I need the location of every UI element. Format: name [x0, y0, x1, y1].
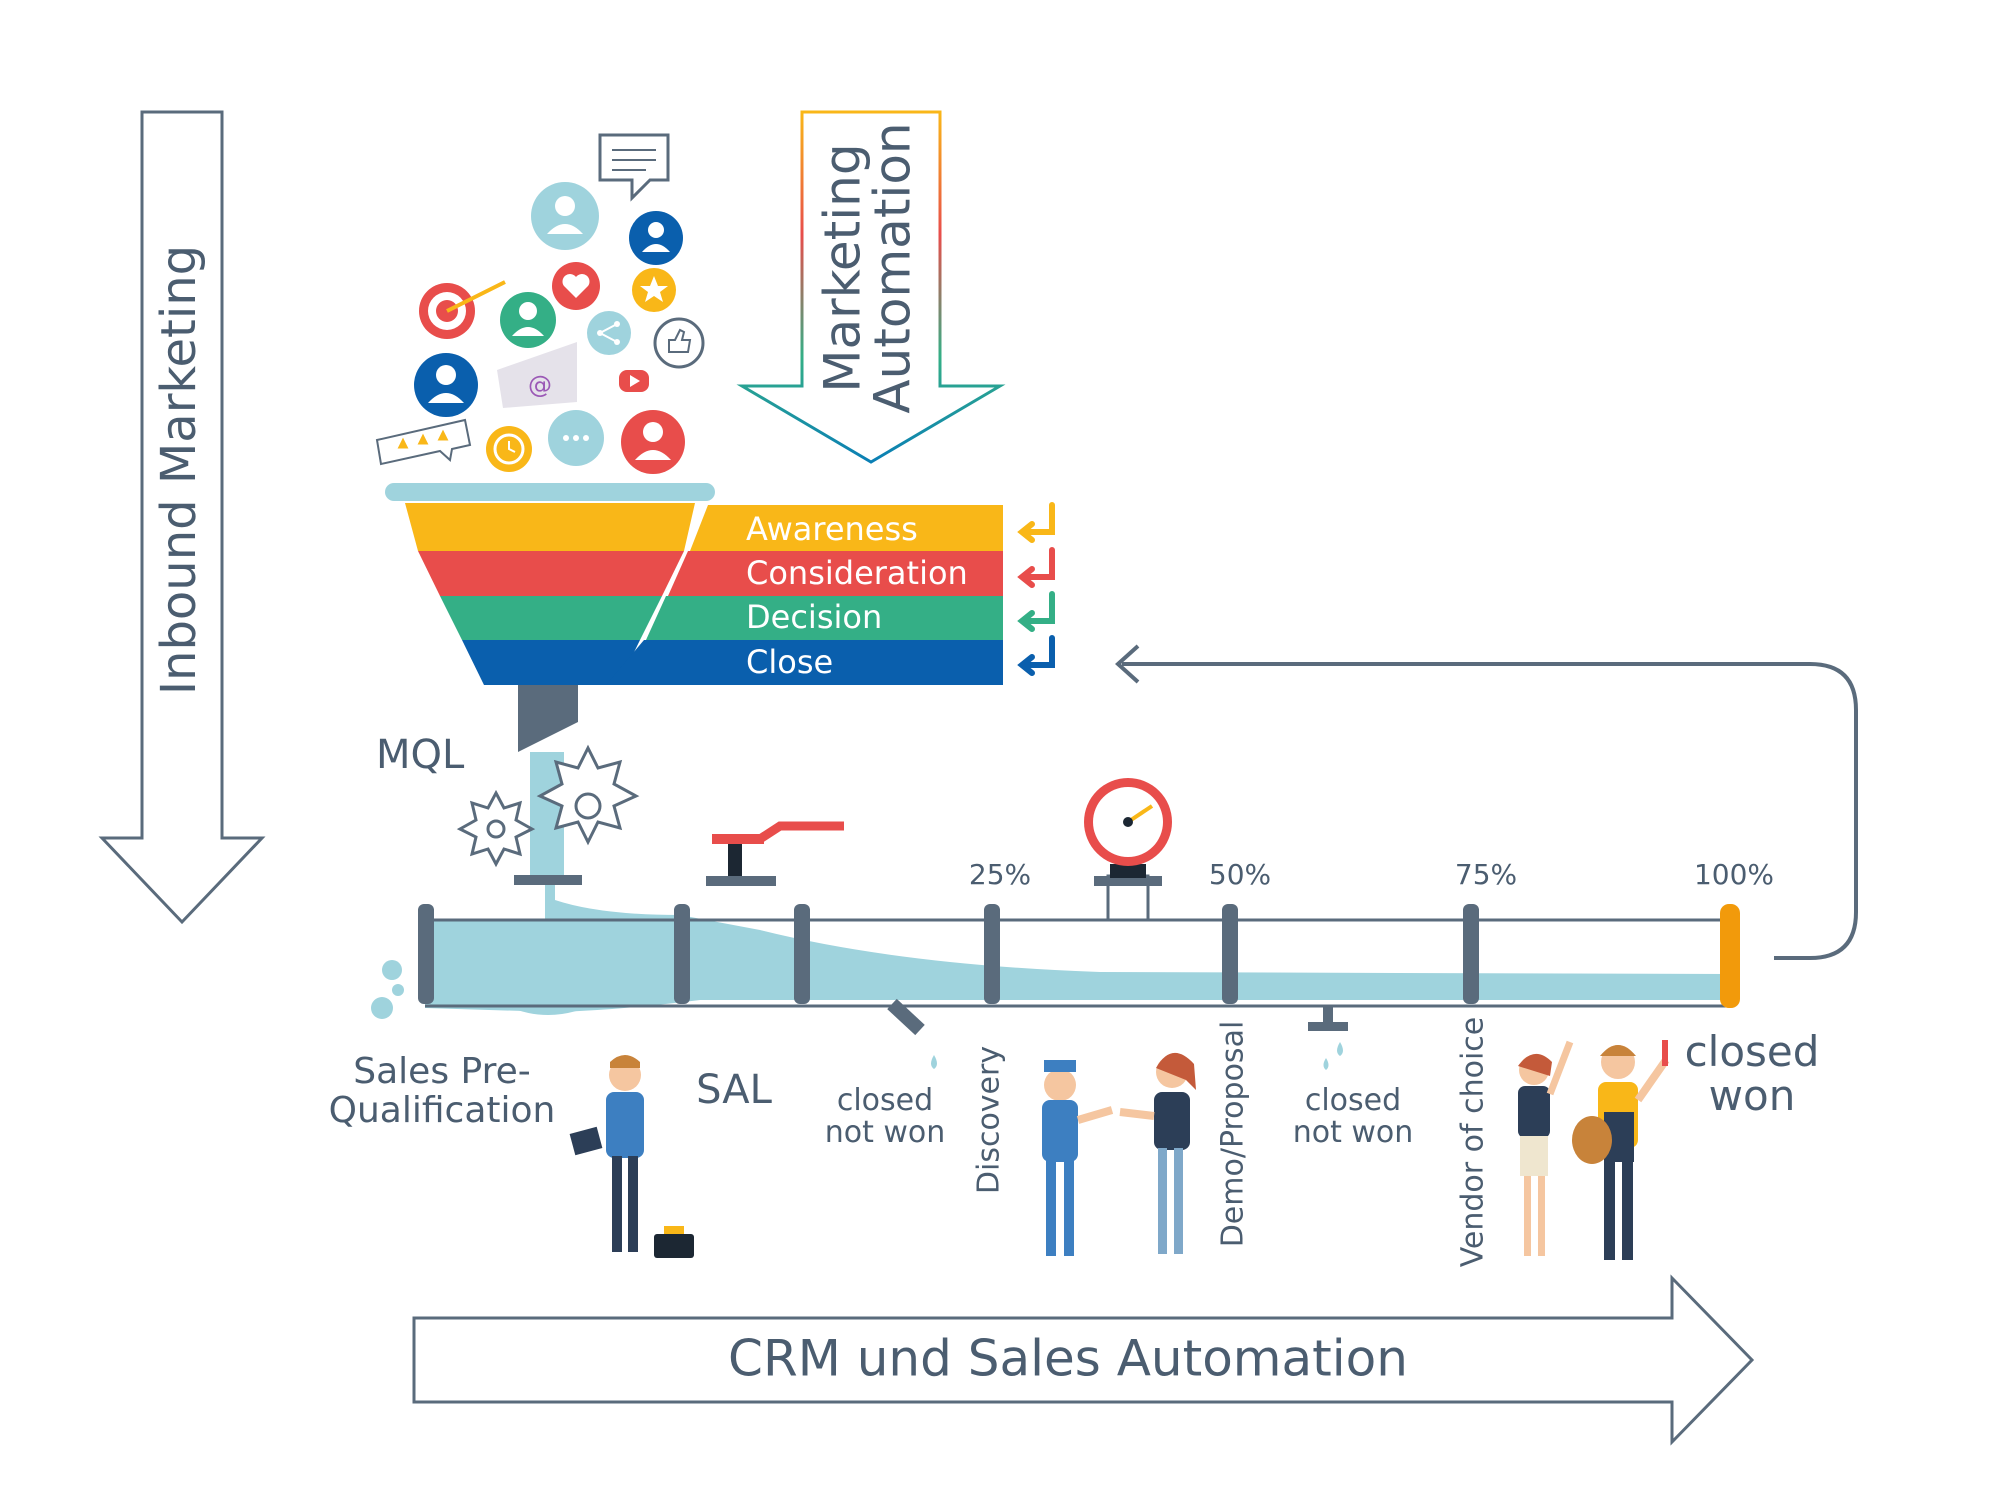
handshake-illustration — [1042, 1052, 1196, 1256]
star-icon — [632, 268, 676, 312]
play-icon — [619, 370, 649, 392]
celebrating-people-illustration — [1518, 1040, 1670, 1260]
percent-50-label: 50% — [1209, 858, 1271, 891]
pressure-gauge-icon — [1084, 778, 1172, 922]
percent-25-label: 25% — [969, 858, 1031, 891]
rating-stars-icon — [375, 418, 472, 466]
decision-band — [646, 596, 1003, 640]
leak-pipe-icon — [887, 998, 937, 1069]
closed-not-won-line1: closed — [1305, 1083, 1401, 1118]
plumber-with-clipboard-illustration — [569, 1055, 694, 1258]
pipe-flange — [674, 904, 690, 1004]
social-icons-cluster: @ — [375, 133, 705, 474]
close-band — [606, 640, 1003, 685]
chat-bubble-icon — [548, 410, 604, 466]
sal-label: SAL — [696, 1067, 772, 1113]
svg-text:@: @ — [528, 371, 552, 399]
feedback-loop-line — [1122, 662, 1858, 960]
mql-label: MQL — [376, 732, 465, 778]
pipe-flange — [794, 904, 810, 1004]
closed-won-line1: closed — [1685, 1027, 1820, 1076]
gear-icon — [536, 744, 640, 846]
closed-won-line2: won — [1709, 1071, 1796, 1120]
consideration-band — [668, 551, 1003, 596]
return-arrow-icon — [1017, 591, 1055, 632]
vendor-of-choice-label: Vendor of choice — [1456, 1017, 1491, 1268]
awareness-band — [690, 505, 1003, 551]
person-icon — [621, 410, 685, 474]
crm-sales-automation-label: CRM und Sales Automation — [728, 1330, 1408, 1388]
person-icon — [414, 353, 478, 417]
pipe-water — [425, 878, 1730, 1012]
pipe-end-flange — [1720, 904, 1740, 1008]
stage-consideration-label: Consideration — [746, 554, 968, 592]
percent-100-label: 100% — [1694, 858, 1774, 891]
gear-icon — [456, 789, 536, 868]
stage-close-label: Close — [746, 643, 833, 681]
clock-icon — [486, 426, 532, 472]
inbound-marketing-label: Inbound Marketing — [151, 245, 207, 695]
pipe-flange — [1222, 904, 1238, 1004]
chat-bubble-icon — [598, 133, 670, 202]
feedback-loop-arrowhead — [1115, 644, 1140, 684]
target-icon — [419, 280, 506, 339]
closed-not-won-line2: not won — [825, 1115, 946, 1150]
person-icon — [629, 211, 683, 265]
thumbs-up-icon — [653, 317, 705, 369]
funnel-rim — [385, 483, 715, 501]
sales-pre-qualification-line2: Qualification — [329, 1090, 556, 1131]
stage-awareness-label: Awareness — [746, 510, 918, 548]
heart-icon — [552, 262, 600, 310]
closed-not-won-line1: closed — [837, 1083, 933, 1118]
pipe-flange — [984, 904, 1000, 1004]
leak-pipe-icon — [1308, 1006, 1348, 1070]
funnel-stage-bands: Awareness Consideration Decision Close — [606, 505, 1003, 685]
share-icon — [587, 311, 631, 355]
inbound-marketing-arrow: Inbound Marketing — [98, 110, 266, 925]
funnel — [385, 483, 715, 878]
sales-pre-qualification-line1: Sales Pre- — [353, 1051, 531, 1092]
pipe-flange — [418, 904, 434, 1004]
crm-sales-automation-arrow: CRM und Sales Automation — [412, 1274, 1755, 1446]
person-icon — [500, 292, 556, 348]
demo-proposal-label: Demo/Proposal — [1216, 1021, 1251, 1248]
valve-icon — [706, 821, 844, 886]
marketing-automation-arrow: Marketing Automation — [736, 110, 1006, 464]
closed-not-won-line2: not won — [1293, 1115, 1414, 1150]
email-icon: @ — [497, 342, 577, 408]
pipeline — [371, 875, 1740, 1019]
return-arrow-icon — [1017, 635, 1055, 676]
discovery-label: Discovery — [972, 1046, 1007, 1194]
return-arrow-icon — [1017, 547, 1055, 588]
pipe-flange — [1463, 904, 1479, 1004]
return-arrows — [1017, 502, 1055, 676]
marketing-automation-label-line1: Marketing — [814, 143, 872, 392]
percent-75-label: 75% — [1455, 858, 1517, 891]
return-arrow-icon — [1017, 502, 1055, 543]
stage-decision-label: Decision — [746, 598, 882, 636]
person-icon — [531, 182, 599, 250]
marketing-automation-label-line2: Automation — [864, 122, 922, 413]
